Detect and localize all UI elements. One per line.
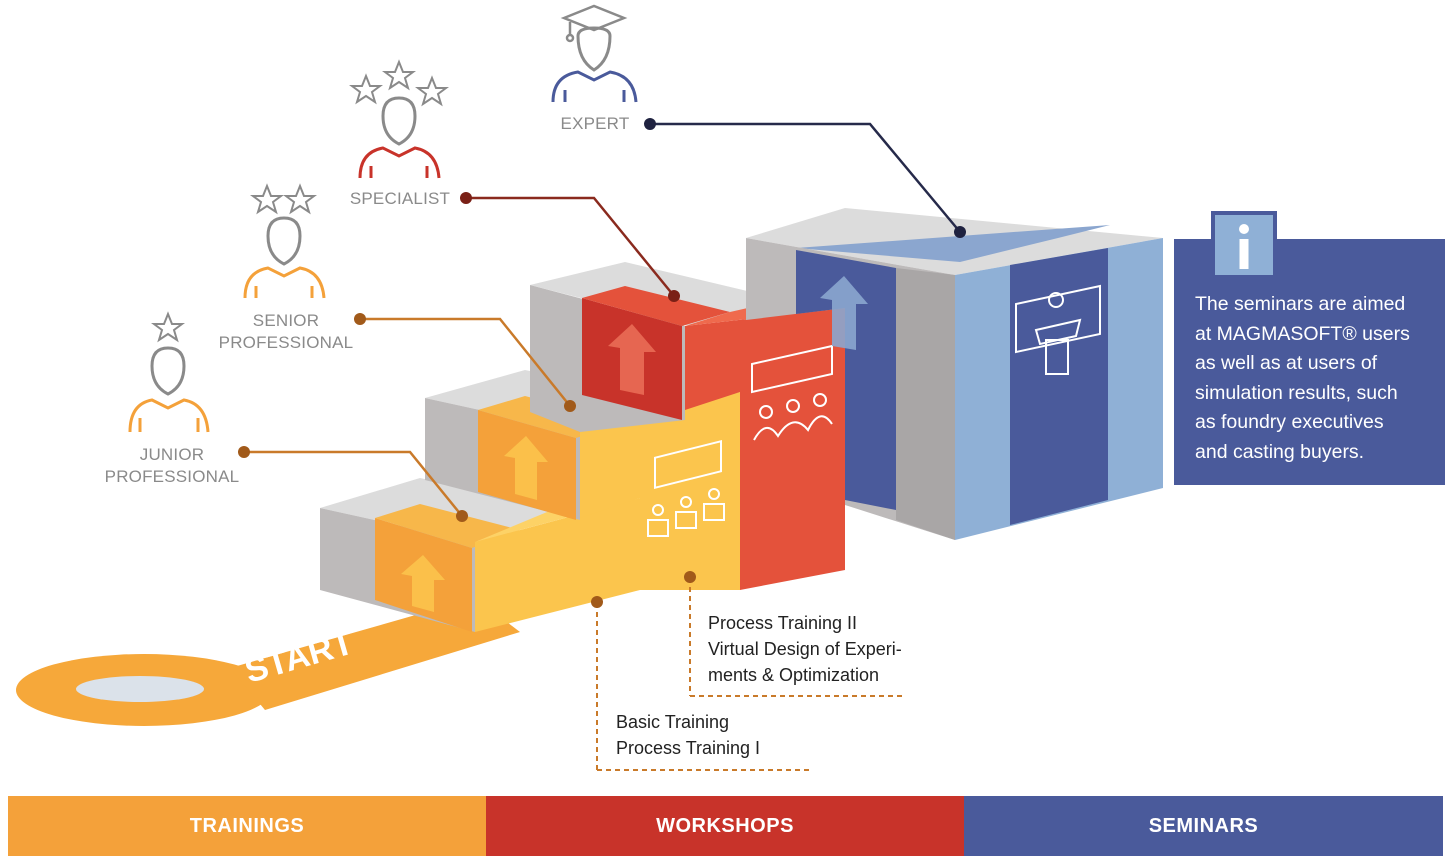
star-icon [151,311,185,343]
specialist-leader [460,192,680,302]
star-icon [415,75,449,107]
senior-person-icon [243,183,326,299]
expert-person-icon [551,4,638,103]
classroom-icon [647,439,725,537]
star-icon [250,183,284,215]
meeting-icon [751,344,833,441]
arrow-up-icon [820,276,868,350]
junior-leader [238,446,468,522]
expert-leader [644,118,966,238]
level-label-specialist: SPECIALIST [349,189,451,208]
star-icon [349,73,383,105]
level-label-expert: EXPERT [560,114,630,133]
specialist-person-icon [349,59,449,179]
process2-leader [684,571,905,697]
star-icon [283,183,317,215]
category-label-seminars: SEMINARS [1148,814,1259,837]
junior-person-icon [128,311,210,433]
senior-leader [354,313,576,412]
course-label-process2: Process Training II Virtual Design of Ex… [708,613,902,685]
lectern-icon [1015,284,1101,375]
seminar-info-text: The seminars are aimed at MAGMASOFT® use… [1195,293,1410,463]
category-bar-seminars: SEMINARS [964,796,1443,856]
seminar-info-box [1174,239,1445,485]
arrow-up-icon [608,324,656,395]
star-icon [382,59,416,91]
category-bar-trainings: TRAININGS [8,796,486,856]
arrow-up-icon [401,555,445,612]
basic-leader [591,596,812,771]
step-4-cube [746,208,1163,540]
arrow-up-icon [504,436,548,500]
category-bar-workshops: WORKSHOPS [486,796,964,856]
course-label-basic: Basic Training Process Training I [616,712,761,758]
info-icon [1211,211,1277,275]
graduation-cap-icon [560,4,628,43]
step-3-block [530,262,845,590]
category-label-trainings: TRAININGS [189,814,305,837]
category-label-workshops: WORKSHOPS [656,814,794,837]
